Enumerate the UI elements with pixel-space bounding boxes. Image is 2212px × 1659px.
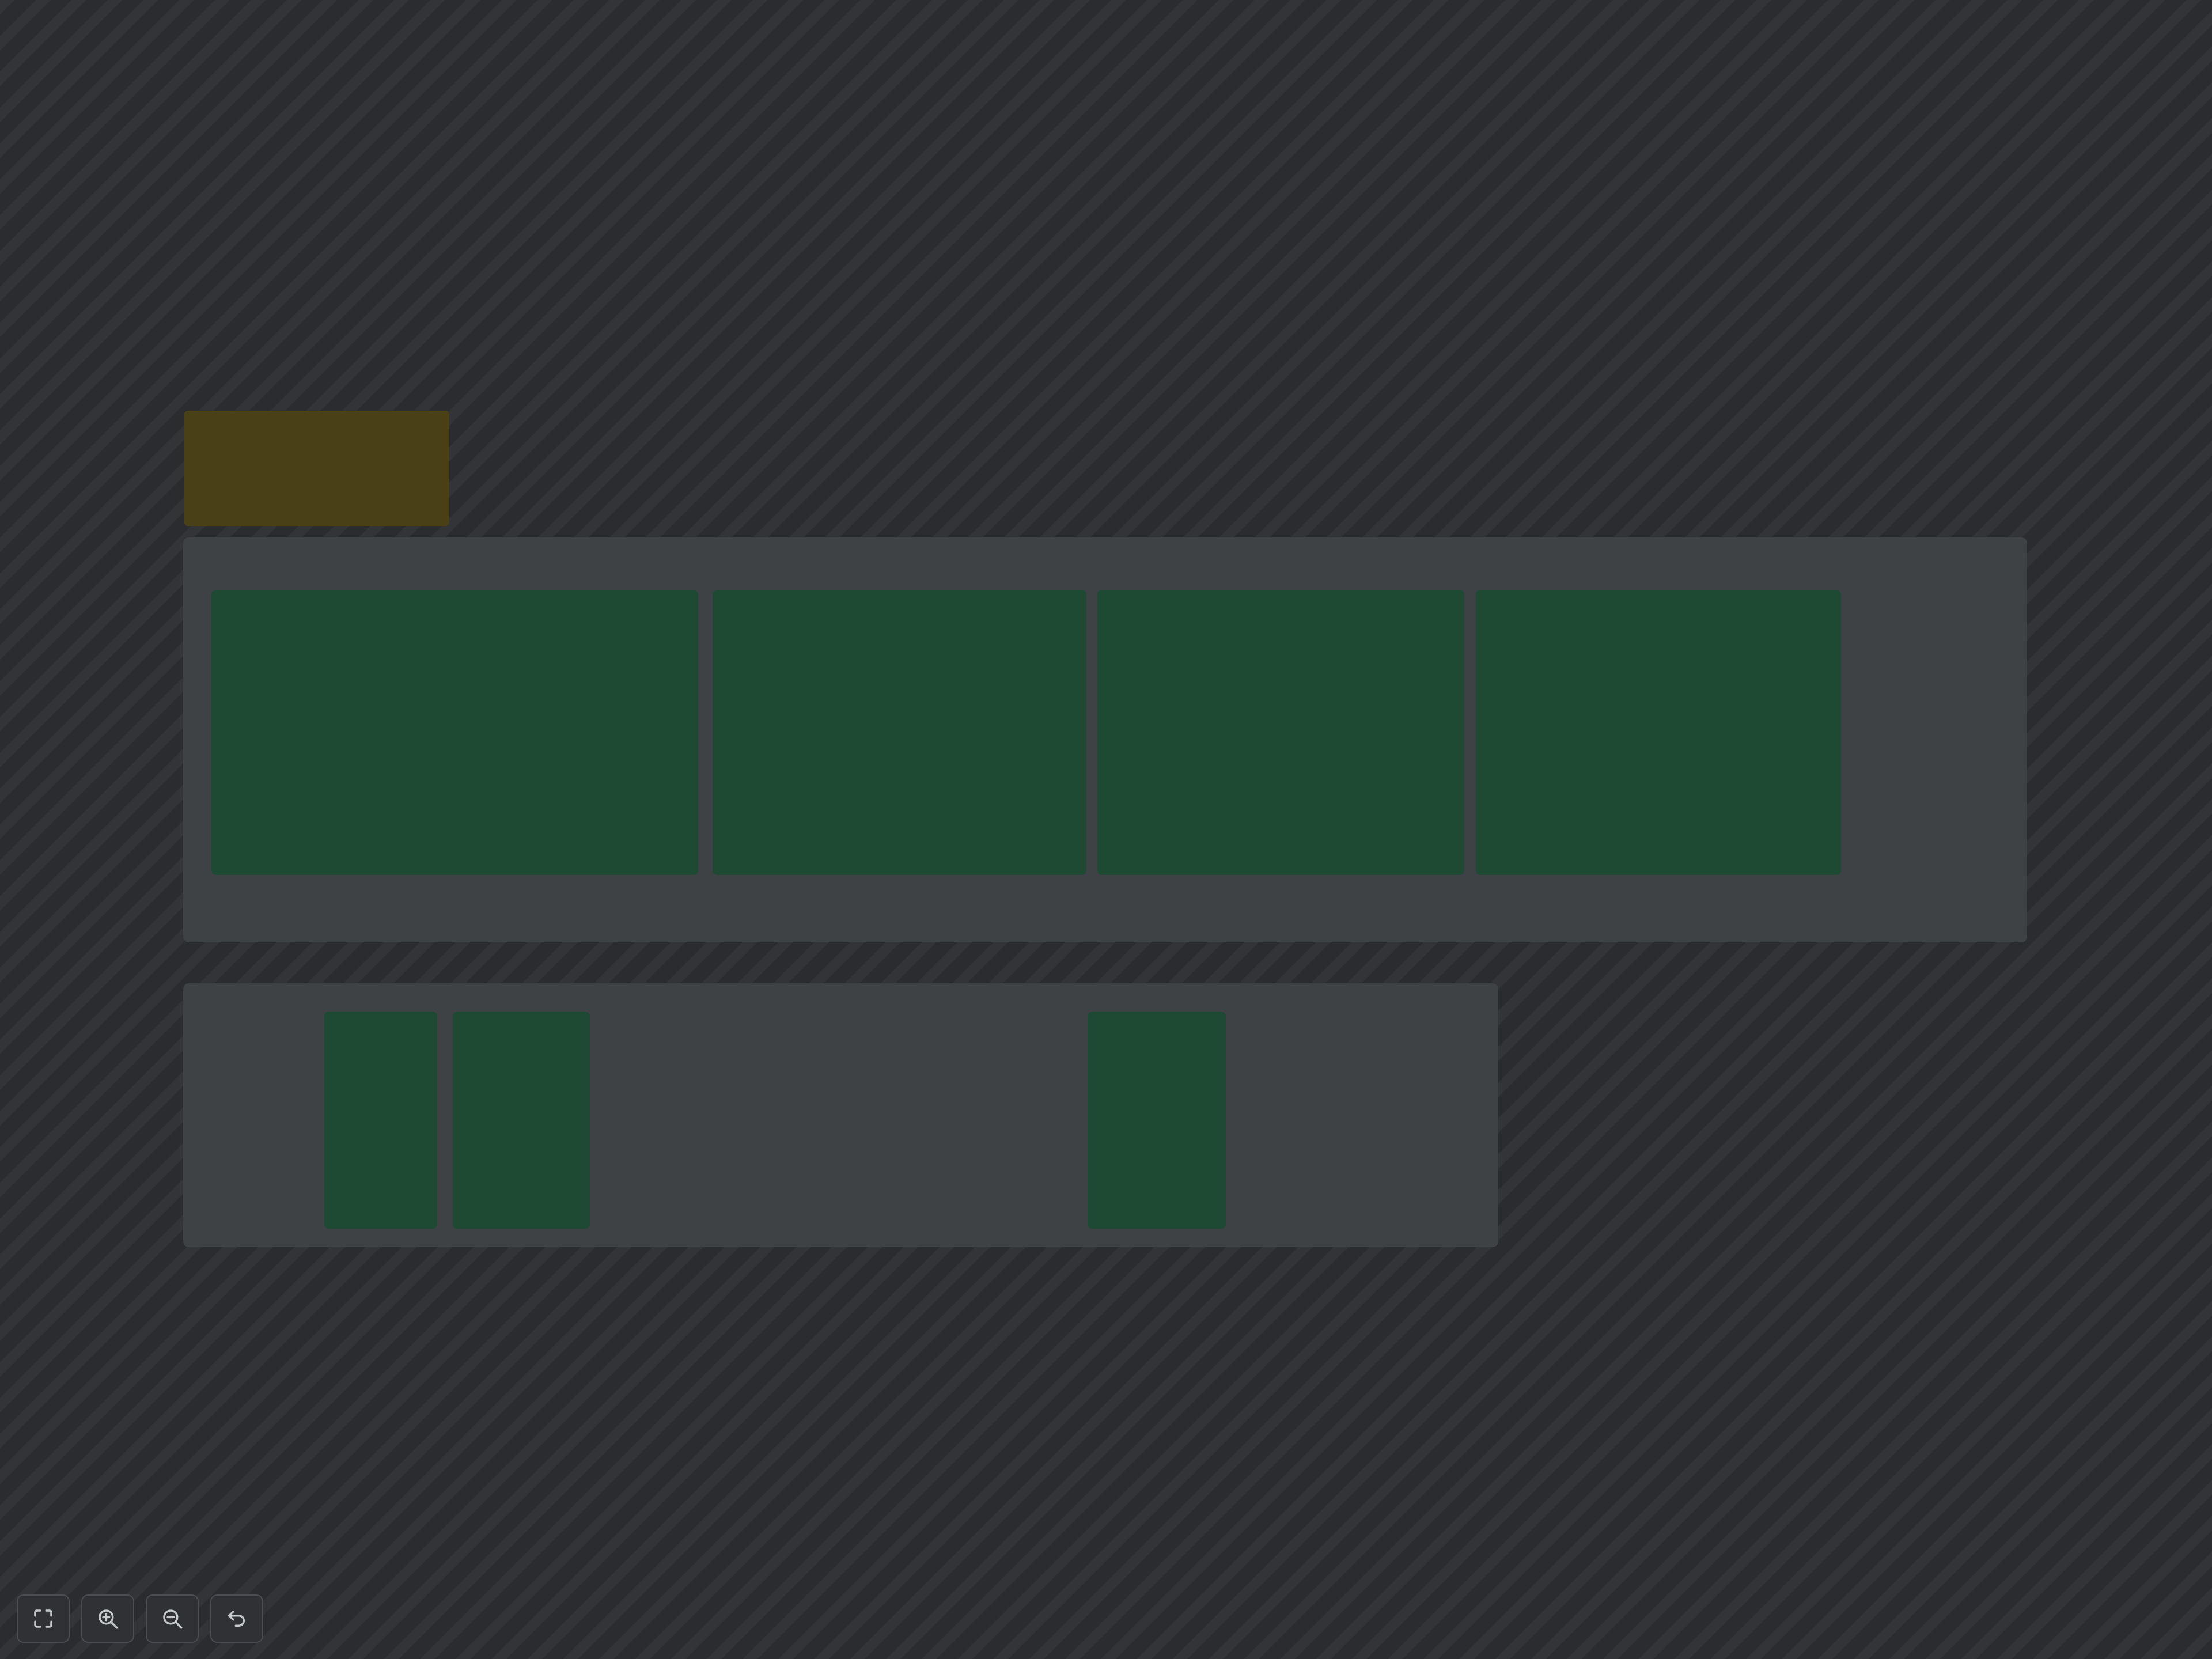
sticky-note-import-hubspot[interactable] [1476,590,1841,875]
sticky-note-properties-procesor[interactable] [713,590,1086,875]
canvas-toolbar [17,1594,263,1643]
sticky-note-contact[interactable] [184,411,449,526]
zoom-in-icon [99,1609,118,1629]
sticky-note-list-objects[interactable] [453,1012,590,1229]
sticky-note-set-values[interactable] [1097,590,1464,875]
sticky-note-create-sheet[interactable] [324,1012,437,1229]
zoom-in-button[interactable] [81,1594,134,1643]
zoom-out-icon [163,1609,183,1629]
undo-icon [228,1611,245,1627]
zoom-out-button[interactable] [146,1594,199,1643]
sticky-note-filter-properties[interactable] [1088,1012,1226,1229]
sticky-note-form-uploader[interactable] [211,590,698,875]
fit-view-icon [34,1609,52,1628]
fit-view-button[interactable] [17,1594,70,1643]
undo-button[interactable] [210,1594,263,1643]
